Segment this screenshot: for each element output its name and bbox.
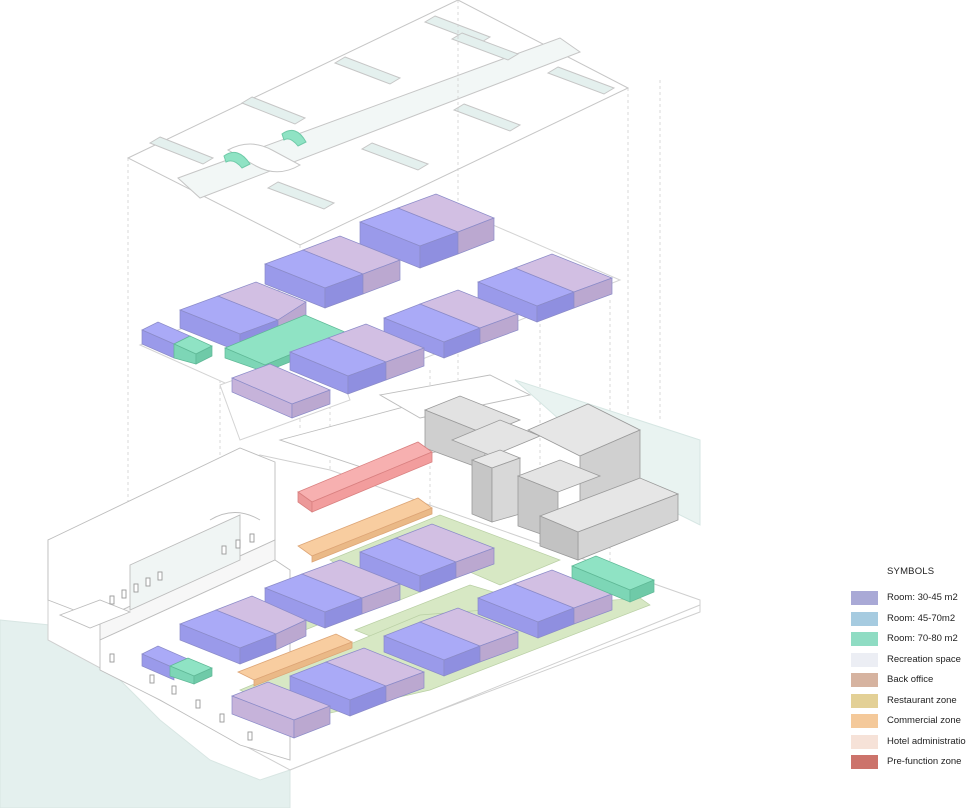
room-block-30-45 <box>383 621 481 677</box>
room-block-lavender <box>397 193 495 255</box>
ground-floor-rooms <box>141 523 655 739</box>
legend-item: Restaurant zone <box>851 693 966 709</box>
legend-swatch <box>851 693 878 708</box>
room-block-70-80 <box>169 657 213 685</box>
room-block-30-45 <box>383 303 481 359</box>
roof-vault <box>226 143 302 173</box>
legend-item: Room: 45-70m2 <box>851 611 966 627</box>
legend-label: Back office <box>887 674 934 685</box>
roof-level <box>126 0 630 246</box>
room-block-30-45 <box>179 609 277 665</box>
room-block-lavender <box>302 235 401 295</box>
room-block-30-45 <box>264 573 363 629</box>
legend-item: Commercial zone <box>851 714 966 729</box>
roof-skylight <box>333 56 402 85</box>
legend-item: Room: 70-80 m2 <box>851 632 966 647</box>
roof-skylight <box>148 136 215 165</box>
roof-skylight <box>450 32 520 61</box>
legend-swatch <box>851 714 878 728</box>
room-block-lavender <box>419 607 519 663</box>
roof-skylight <box>546 66 616 95</box>
room-block-lavender <box>231 363 331 419</box>
room-block-lavender <box>395 523 495 579</box>
commercial-zone <box>237 497 433 687</box>
room-block-lavender <box>514 253 613 309</box>
room-block-lavender <box>327 323 425 381</box>
legend-label: Room: 45-70m2 <box>887 612 956 624</box>
legend-swatch <box>851 755 878 769</box>
legend-item: Room: 30-45 m2 <box>851 591 966 606</box>
legend-label: Commercial zone <box>887 715 961 726</box>
pre-function-zone <box>297 441 433 513</box>
legend-item: Pre-function zone <box>851 755 966 770</box>
room-block-30-45 <box>289 661 387 717</box>
legend-swatch <box>851 673 878 687</box>
grey-volumes <box>423 395 680 561</box>
legend-item: Recreation space <box>851 652 966 668</box>
room-block-lavender <box>325 647 425 703</box>
roof-green-arch <box>281 129 307 147</box>
legend-swatch <box>851 591 878 605</box>
legend-label: Room: 30-45 m2 <box>887 592 958 603</box>
legend-swatch <box>851 652 878 667</box>
room-block-lavender <box>231 681 331 739</box>
roof-skylight <box>360 142 430 171</box>
legend-swatch <box>851 632 878 646</box>
room-block-lavender <box>215 595 307 651</box>
room-block-30-45 <box>141 321 191 359</box>
room-block-30-45 <box>289 337 387 395</box>
roof-skylight <box>452 103 522 132</box>
legend-label: Restaurant zone <box>887 694 957 706</box>
legend-item: Back office <box>851 673 966 688</box>
legend-swatch <box>851 611 878 626</box>
room-block-30-45 <box>264 249 364 309</box>
legend-label: Recreation space <box>887 653 961 665</box>
roof-skylight <box>240 96 307 125</box>
legend-title: SYMBOLS <box>887 566 935 577</box>
room-block-lavender <box>301 559 401 615</box>
room-block-lavender <box>419 289 519 345</box>
legend-swatch <box>851 734 878 749</box>
legend-label: Hotel administration <box>887 735 966 747</box>
room-block-30-45 <box>359 537 457 593</box>
room-block-70-80 <box>571 555 655 603</box>
room-block-70-80 <box>173 335 213 365</box>
upper-floor-rooms <box>141 193 613 419</box>
legend-label: Room: 70-80 m2 <box>887 633 958 644</box>
legend-item: Hotel administration <box>851 734 966 750</box>
roof-skylight <box>266 181 336 210</box>
legend-label: Pre-function zone <box>887 756 962 767</box>
roof-green-arch <box>223 151 251 169</box>
room-block-30-45 <box>359 207 459 269</box>
